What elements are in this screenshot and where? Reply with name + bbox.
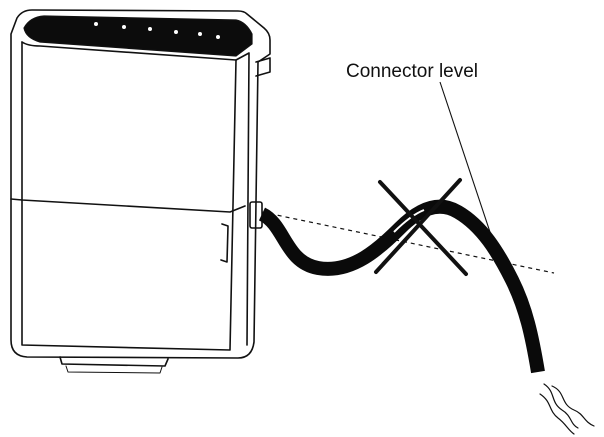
water-flow-line-3 [551, 385, 595, 427]
cross-stroke-1 [378, 180, 468, 276]
connector-level-label: Connector level [346, 61, 479, 82]
control-buttons [94, 22, 220, 39]
cross-stroke-2 [374, 178, 462, 274]
tank-seam [10, 198, 246, 213]
control-button-5 [198, 32, 202, 36]
incorrect-cross-icon [374, 178, 468, 276]
side-handle [255, 57, 271, 77]
water-flow-line-2 [539, 393, 575, 435]
unit-base [59, 356, 169, 367]
drain-hose [258, 199, 545, 374]
water-flow-line-1 [543, 383, 579, 429]
control-button-6 [216, 35, 220, 39]
control-button-4 [174, 30, 178, 34]
control-panel [23, 15, 253, 57]
control-button-2 [122, 25, 126, 29]
unit-top-edge [21, 41, 237, 61]
water-flow-lines [539, 383, 595, 435]
tank-handle-notch [220, 223, 229, 263]
unit-base-shadow [65, 365, 163, 374]
control-button-1 [94, 22, 98, 26]
unit-side-panel [235, 52, 250, 346]
unit-front-face [21, 41, 237, 351]
unit-outer-body [10, 9, 271, 359]
control-button-3 [148, 27, 152, 31]
hose-loop-back [393, 209, 425, 233]
dehumidifier-unit [10, 9, 271, 374]
